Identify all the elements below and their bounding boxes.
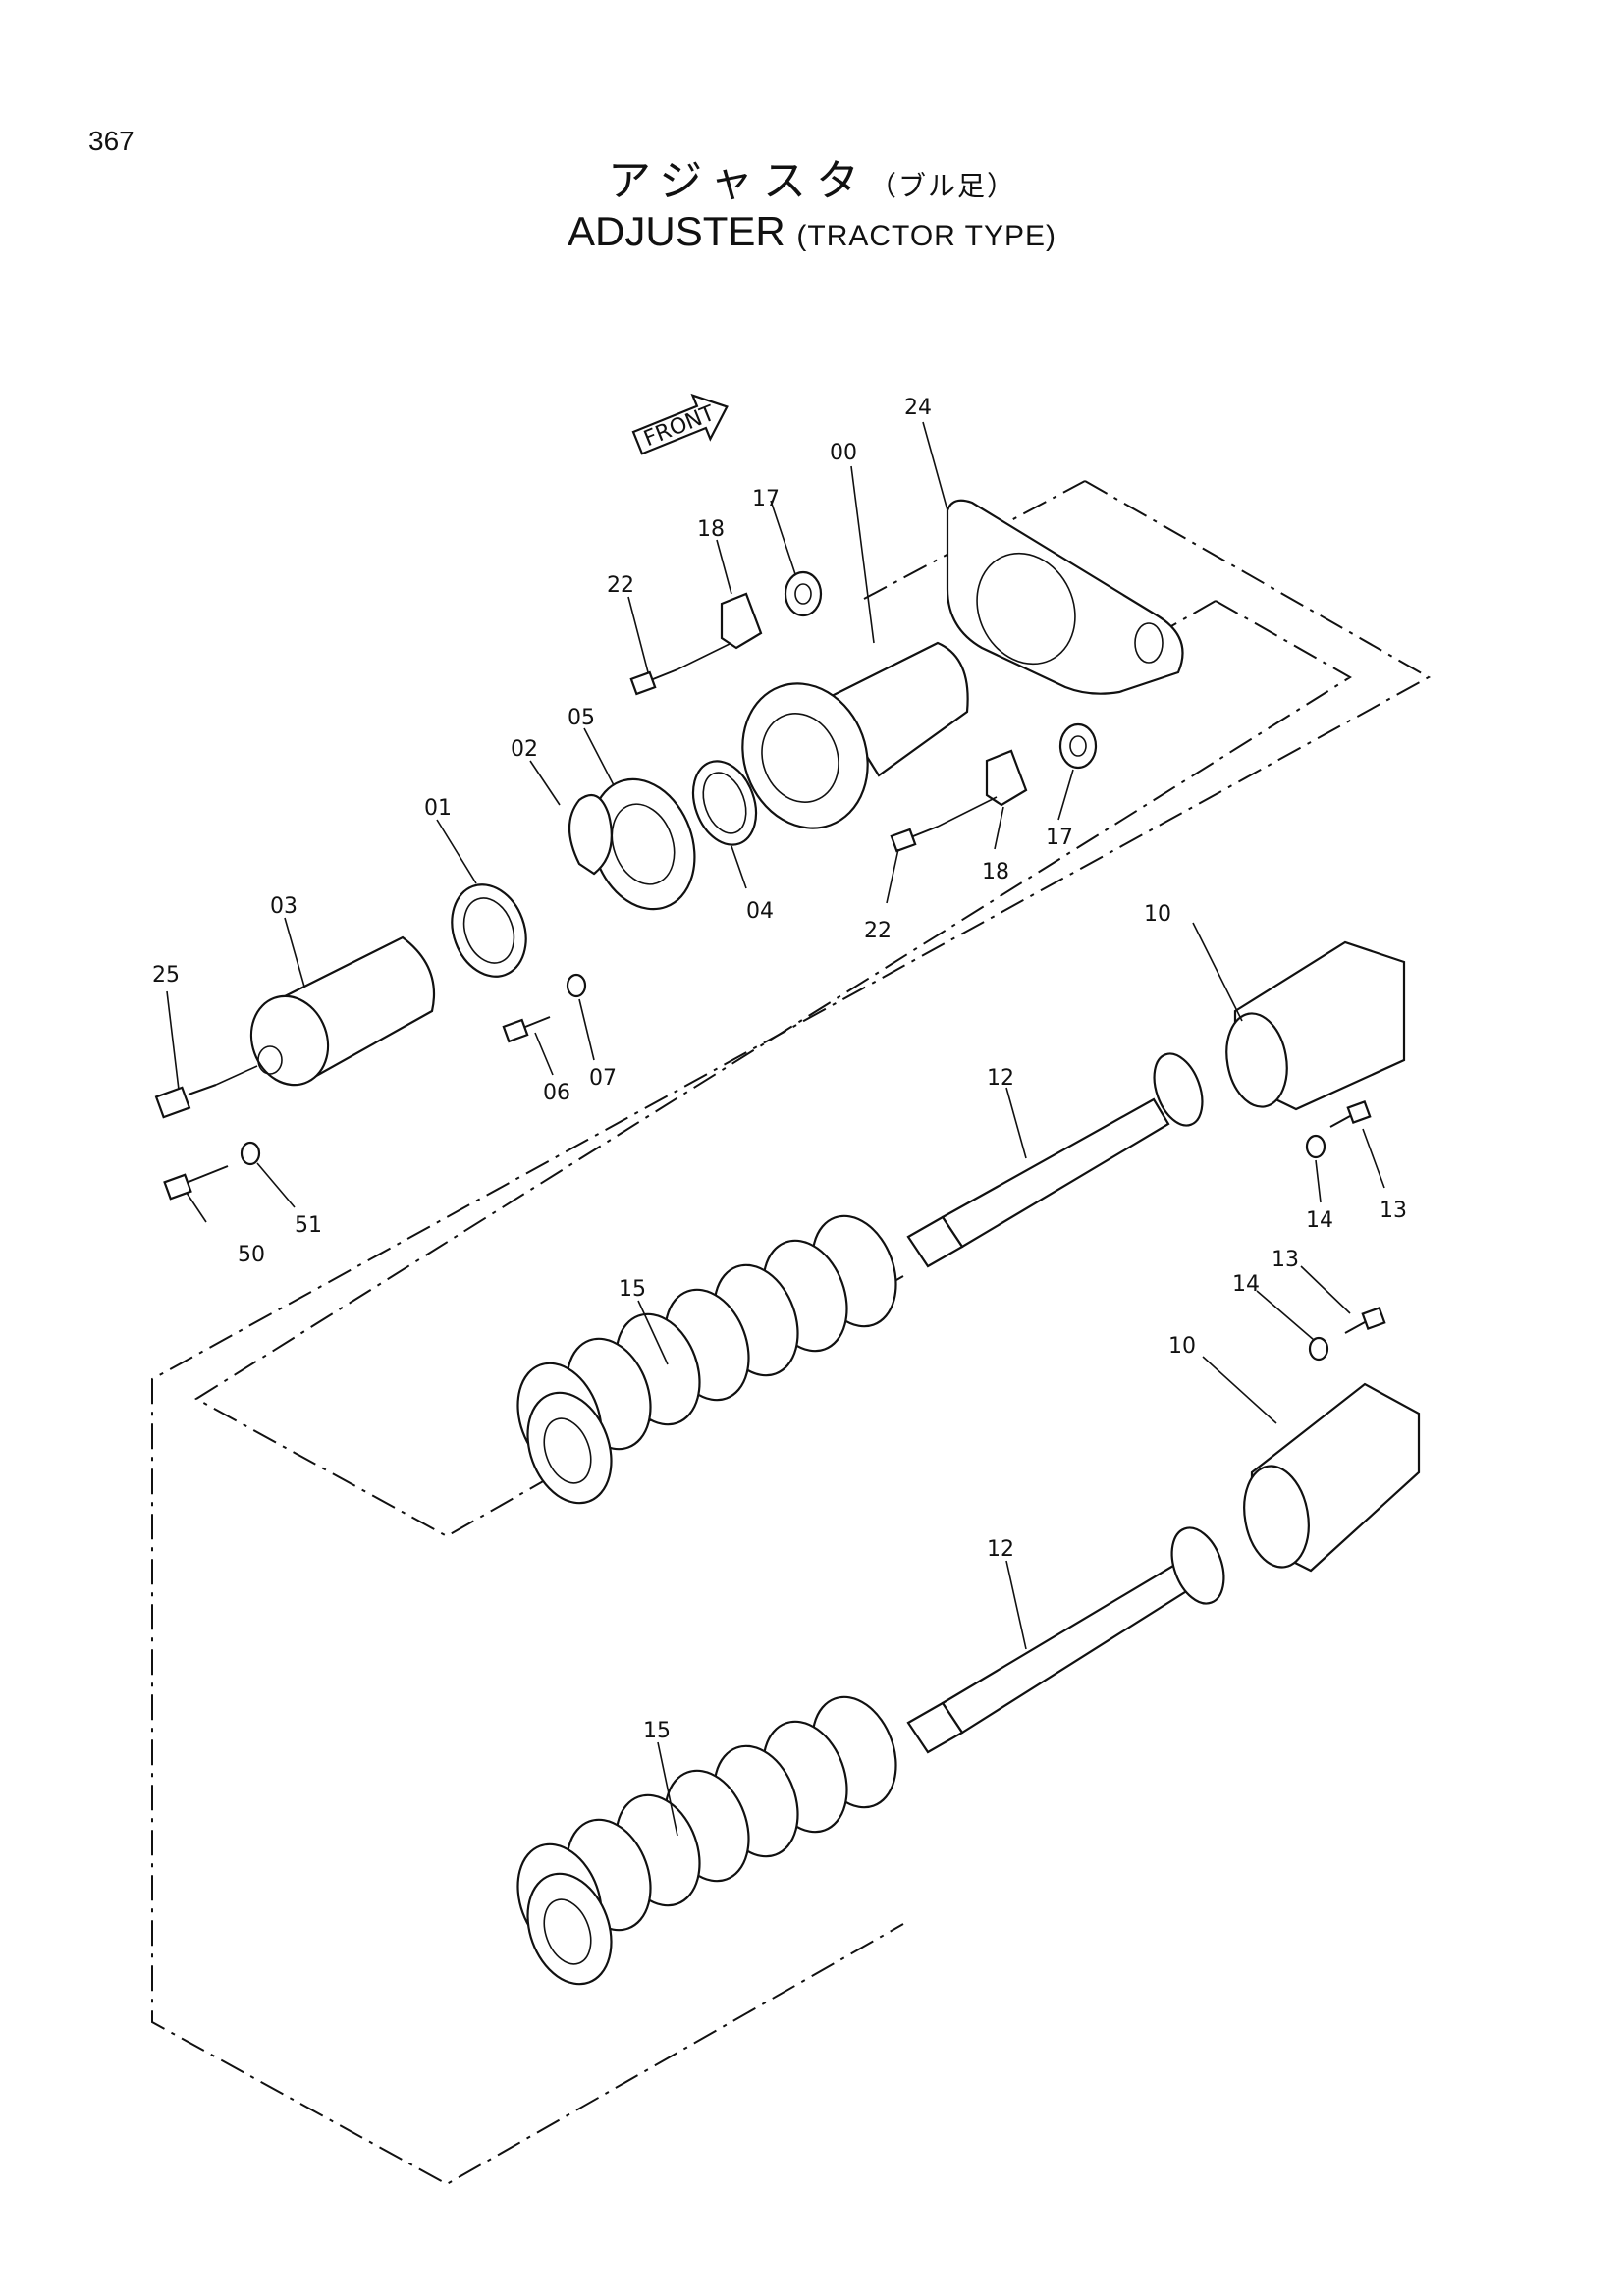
flange-part-05-bore xyxy=(611,803,676,885)
title-japanese-sub: （ブル足） xyxy=(869,170,1017,202)
rod-part-12-lower xyxy=(906,1526,1225,1754)
washer-part-14-lower xyxy=(1308,1336,1329,1362)
page-number: 367 xyxy=(88,126,135,156)
title-japanese-main: アジャスタ xyxy=(607,156,870,206)
yoke-part-10-upper xyxy=(1225,940,1406,1111)
callout-00: 00 xyxy=(830,441,857,465)
callout-15-lower: 15 xyxy=(643,1719,671,1743)
title-english: ADJUSTER (TRACTOR TYPE) xyxy=(0,208,1624,255)
rod-part-12-upper xyxy=(906,1052,1204,1268)
grease-fitting-part-25 xyxy=(154,1065,258,1119)
seal-ring-part-04 xyxy=(691,760,758,846)
callout-03: 03 xyxy=(270,894,298,919)
callout-17-upper: 17 xyxy=(752,487,780,511)
callout-14-upper: 14 xyxy=(1306,1208,1333,1233)
snap-ring-part-02 xyxy=(568,793,613,876)
callout-07: 07 xyxy=(589,1066,617,1091)
nut-part-17-lower xyxy=(1058,722,1098,770)
callout-50: 50 xyxy=(238,1243,265,1267)
bolt-part-22-upper xyxy=(629,642,732,696)
callout-15-upper: 15 xyxy=(619,1277,646,1302)
leader-lines xyxy=(166,421,1385,1837)
callout-12-upper: 12 xyxy=(987,1066,1014,1091)
callout-04: 04 xyxy=(746,899,774,924)
callout-18-upper: 18 xyxy=(697,517,725,542)
spring-part-15-lower xyxy=(516,1695,897,1986)
nut-part-17-upper xyxy=(784,570,823,617)
callout-05: 05 xyxy=(568,706,595,730)
nut-part-17-lower-hole xyxy=(1069,735,1087,757)
bolt-part-22-lower xyxy=(890,796,998,853)
cylinder-housing-part-00 xyxy=(741,641,969,829)
nut-part-17-upper-hole xyxy=(794,583,812,605)
callout-17-lower: 17 xyxy=(1046,826,1073,850)
callout-25: 25 xyxy=(152,963,180,988)
callout-06: 06 xyxy=(543,1081,570,1105)
callout-10-lower: 10 xyxy=(1168,1334,1196,1359)
callout-01: 01 xyxy=(424,796,452,821)
callout-51: 51 xyxy=(295,1213,322,1238)
front-arrow-icon: FRONT xyxy=(631,393,729,455)
yoke-part-10-lower xyxy=(1243,1382,1421,1573)
callout-13-lower: 13 xyxy=(1272,1248,1299,1272)
callout-10-upper: 10 xyxy=(1144,902,1171,927)
washer-part-14-upper xyxy=(1305,1134,1326,1159)
bolt-part-50 xyxy=(163,1165,229,1201)
washer-part-51 xyxy=(240,1141,261,1166)
clamp-part-18-upper xyxy=(720,592,763,650)
bolt-part-13-lower xyxy=(1344,1306,1386,1334)
washer-part-07 xyxy=(566,973,587,998)
title-english-sub: (TRACTOR TYPE) xyxy=(796,220,1056,252)
bolt-part-13-upper xyxy=(1329,1099,1372,1128)
title-japanese: アジャスタ（ブル足） xyxy=(0,145,1624,208)
spring-part-15-upper xyxy=(516,1214,897,1505)
callout-22-lower: 22 xyxy=(864,919,892,943)
seal-ring-part-04-inner xyxy=(702,772,747,834)
clamp-part-18-lower xyxy=(985,749,1028,807)
callout-12-lower: 12 xyxy=(987,1537,1014,1562)
callout-13-upper: 13 xyxy=(1380,1199,1407,1223)
seal-part-01 xyxy=(451,883,527,978)
piston-part-03 xyxy=(249,935,436,1087)
title-english-main: ADJUSTER xyxy=(568,208,785,254)
bracket-part-24 xyxy=(946,499,1184,695)
callout-14-lower: 14 xyxy=(1232,1272,1260,1297)
callouts: 24 00 17 18 22 05 02 01 03 25 04 17 18 2… xyxy=(152,396,1407,1743)
callout-02: 02 xyxy=(511,737,538,762)
callout-24: 24 xyxy=(904,396,932,420)
callout-18-lower: 18 xyxy=(982,860,1009,884)
front-label: FRONT xyxy=(640,401,719,453)
bolt-part-06 xyxy=(502,1016,551,1043)
callout-22-upper: 22 xyxy=(607,573,634,598)
seal-part-01-inner xyxy=(462,897,515,964)
